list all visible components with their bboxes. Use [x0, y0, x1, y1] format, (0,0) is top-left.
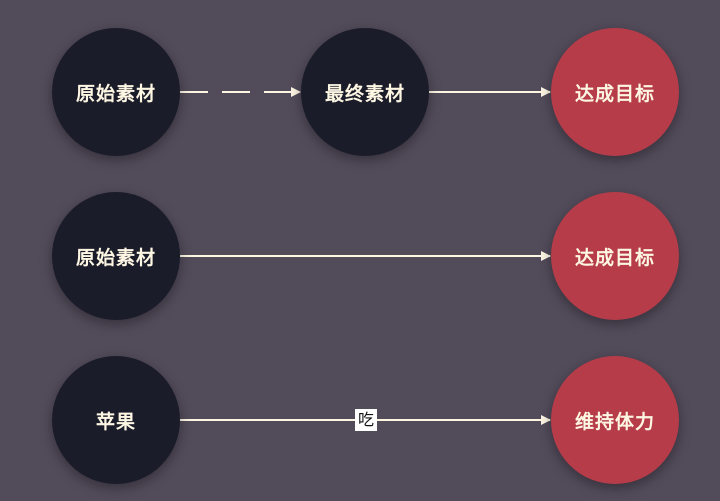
node-final-material[interactable]: 最终素材 [301, 28, 429, 156]
node-label: 达成目标 [574, 246, 655, 269]
node-raw-material[interactable]: 原始素材 [52, 28, 180, 156]
node-label: 苹果 [95, 410, 136, 433]
node-achieve-goal[interactable]: 达成目标 [551, 192, 679, 320]
node-label: 维持体力 [574, 410, 655, 433]
node-label: 达成目标 [574, 82, 655, 105]
node-achieve-goal[interactable]: 达成目标 [551, 28, 679, 156]
node-label: 原始素材 [75, 246, 156, 269]
node-raw-material[interactable]: 原始素材 [52, 192, 180, 320]
node-label: 原始素材 [75, 82, 156, 105]
node-apple[interactable]: 苹果 [52, 356, 180, 484]
node-maintain-stamina[interactable]: 维持体力 [551, 356, 679, 484]
edge-label-eat: 吃 [355, 409, 377, 431]
node-label: 最终素材 [324, 82, 405, 105]
